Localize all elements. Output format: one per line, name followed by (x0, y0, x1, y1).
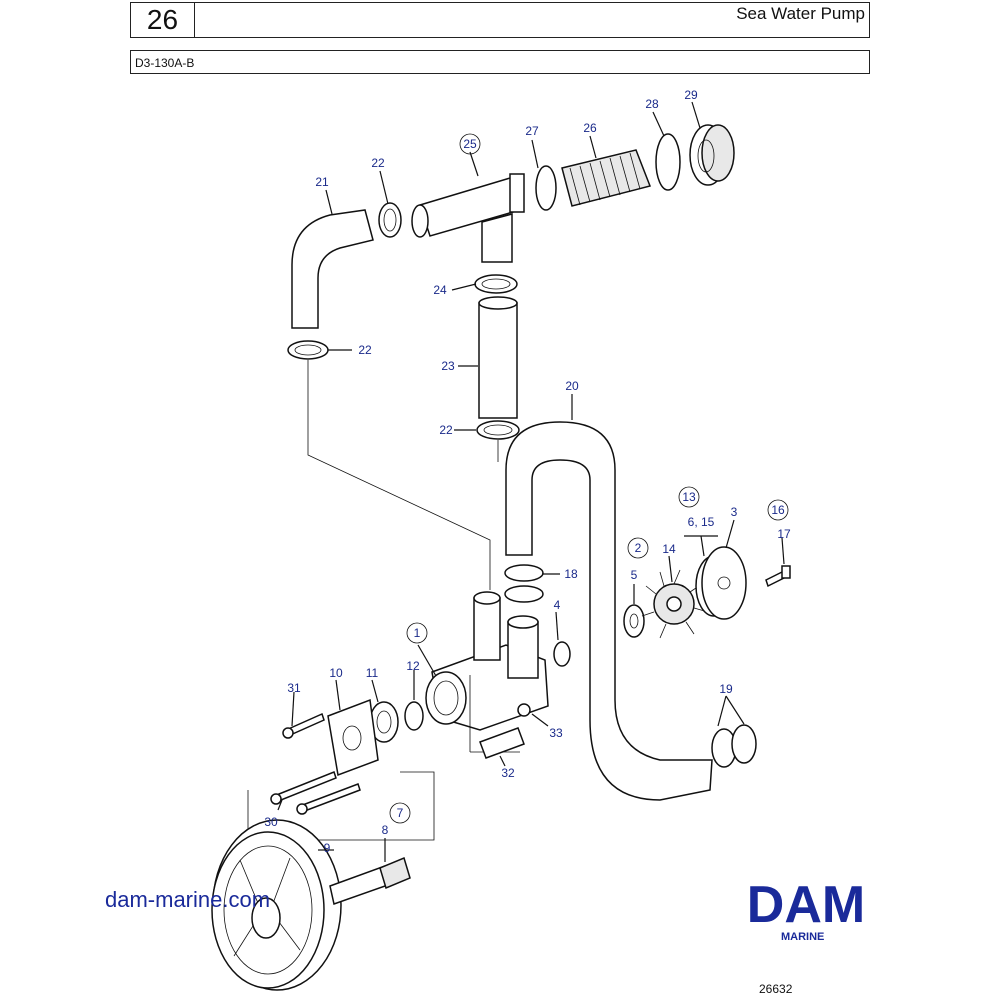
callout-21: 21 (315, 175, 329, 189)
pump-shaft (329, 856, 411, 905)
header-title-bar: 26 Sea Water Pump (130, 2, 870, 38)
callout-32: 32 (501, 766, 515, 780)
callout-25: 25 (463, 137, 477, 151)
website-link[interactable]: dam-marine.com (105, 887, 271, 912)
impeller (641, 569, 709, 639)
page-title: Sea Water Pump (736, 4, 865, 23)
callout-9: 9 (324, 841, 331, 855)
callout-4: 4 (554, 598, 561, 612)
callout-28: 28 (645, 97, 659, 111)
callout-14: 14 (662, 542, 676, 556)
washer (623, 604, 645, 638)
screw-short (282, 712, 325, 739)
callout-24: 24 (433, 283, 447, 297)
figure-number: 26632 (759, 982, 793, 996)
brand-text: DAM (747, 878, 865, 934)
callout-circle-13 (678, 486, 700, 508)
elbow-hose (291, 209, 374, 329)
strainer-cover (689, 124, 735, 186)
callout-7: 7 (397, 806, 404, 820)
callout-circle-1 (406, 622, 428, 644)
callout-27: 27 (525, 124, 539, 138)
callout-2: 2 (635, 541, 642, 555)
gasket-ring (535, 165, 557, 211)
callout-29: 29 (684, 88, 698, 102)
brand-subtitle: MARINE (781, 931, 825, 943)
callout-33: 33 (549, 726, 563, 740)
leader-lines (277, 101, 785, 862)
callout-10: 10 (329, 666, 343, 680)
clamp-pair (504, 564, 544, 603)
pump-cover (701, 546, 747, 620)
o-ring (655, 133, 681, 191)
drive-pulley (211, 819, 342, 991)
hose-clamps-outlet (711, 724, 757, 768)
dam-logo: DAM (747, 878, 865, 934)
model-code: D3-130A-B (135, 56, 195, 70)
return-hose (505, 421, 713, 801)
callout-30: 30 (264, 815, 278, 829)
drain-plug (517, 703, 531, 717)
callout-labels: 25 21 22 27 26 28 29 24 22 23 22 20 18 1… (264, 88, 791, 855)
hose-clamp-top (378, 202, 402, 238)
callout-18: 18 (564, 567, 578, 581)
callout-circle-7 (389, 802, 411, 824)
callout-13: 13 (682, 490, 696, 504)
callout-22-mid: 22 (358, 343, 372, 357)
callout-23: 23 (441, 359, 455, 373)
hose-clamp-mid (474, 274, 518, 294)
callout-16: 16 (771, 503, 785, 517)
callout-11: 11 (366, 666, 379, 680)
section-number: 26 (131, 3, 195, 37)
pump-housing (425, 591, 549, 753)
bearing-plate (327, 698, 379, 777)
strainer-screen (561, 149, 652, 207)
shaft-seal (404, 701, 424, 731)
header-model-bar: D3-130A-B (130, 50, 870, 74)
callout-20: 20 (565, 379, 579, 393)
callout-1: 1 (414, 626, 421, 640)
cover-screw (765, 565, 791, 588)
seal-ring (553, 641, 571, 667)
callout-19: 19 (719, 682, 733, 696)
hose-clamp-lower (476, 420, 520, 440)
assembly-guide-line (307, 360, 491, 590)
callout-circle-16 (767, 499, 789, 521)
hose-clamp-elbow-bottom (287, 340, 329, 360)
callout-12: 12 (406, 659, 420, 673)
callout-22-low: 22 (439, 423, 453, 437)
callout-5: 5 (631, 568, 638, 582)
callout-circle-2 (627, 537, 649, 559)
callout-22-top: 22 (371, 156, 385, 170)
callout-8: 8 (382, 823, 389, 837)
dowel-pin (479, 727, 525, 759)
callout-3: 3 (731, 505, 738, 519)
screws-long (270, 771, 361, 815)
callout-circle-25 (459, 133, 481, 155)
straight-hose (478, 296, 518, 419)
callout-26: 26 (583, 121, 597, 135)
callout-31: 31 (287, 681, 301, 695)
callout-6-15: 6, 15 (688, 515, 715, 529)
callout-17: 17 (777, 527, 791, 541)
